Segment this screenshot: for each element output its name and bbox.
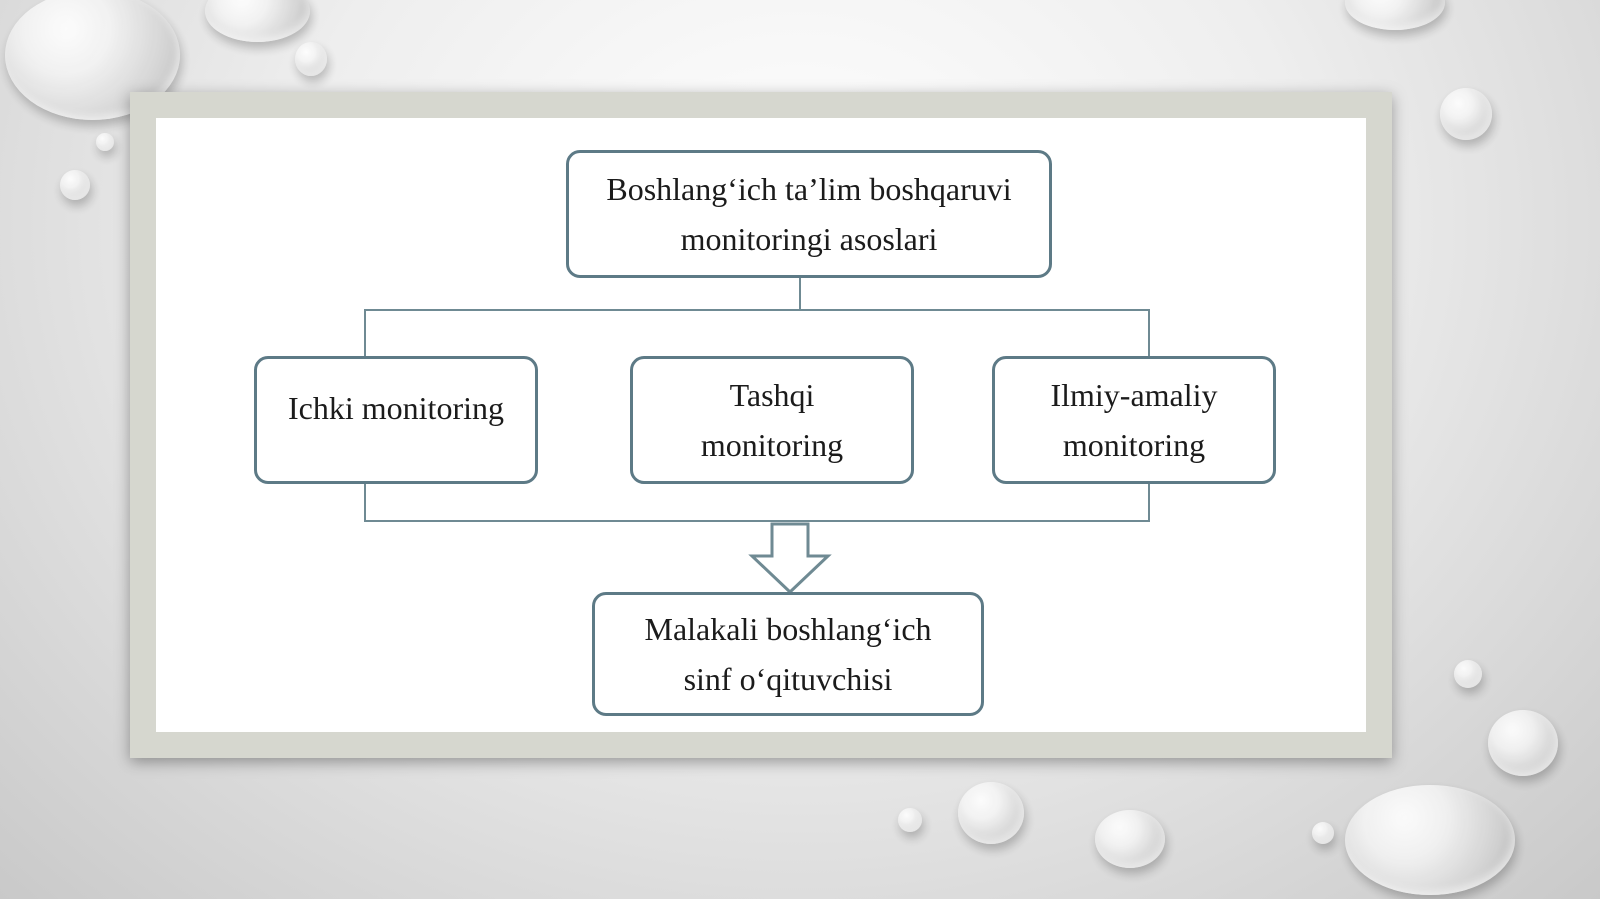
child-node-label: Tashqi monitoring (700, 377, 844, 463)
water-drop-decoration (1312, 822, 1334, 844)
connector-bottom-bar (364, 520, 1150, 522)
connector-right-top (1148, 309, 1150, 356)
water-drop-decoration (205, 0, 310, 42)
child-node-label: Ilmiy-amaliy monitoring (1050, 377, 1218, 463)
connector-right-bottom (1148, 484, 1150, 522)
child-node-internal-monitoring: Ichki monitoring (254, 356, 538, 484)
water-drop-decoration (1345, 785, 1515, 895)
connector-left-top (364, 309, 366, 356)
water-drop-decoration (60, 170, 90, 200)
connector-top-bar (364, 309, 1150, 311)
water-drop-decoration (1095, 810, 1165, 868)
water-drop-decoration (295, 42, 327, 76)
child-node-label: Ichki monitoring (288, 390, 504, 426)
water-drop-decoration (1440, 88, 1492, 140)
result-node: Malakali boshlang‘ich sinf o‘qituvchisi (592, 592, 984, 716)
result-node-label: Malakali boshlang‘ich sinf o‘qituvchisi (644, 611, 932, 697)
connector-root-stem (799, 278, 801, 310)
water-drop-decoration (1454, 660, 1482, 688)
root-node: Boshlang‘ich ta’lim boshqaruvi monitorin… (566, 150, 1052, 278)
water-drop-decoration (958, 782, 1024, 844)
connector-left-bottom (364, 484, 366, 522)
root-node-label: Boshlang‘ich ta’lim boshqaruvi monitorin… (606, 171, 1012, 257)
down-arrow-icon (748, 522, 832, 595)
child-node-external-monitoring: Tashqi monitoring (630, 356, 914, 484)
child-node-scientific-practical-monitoring: Ilmiy-amaliy monitoring (992, 356, 1276, 484)
water-drop-decoration (1488, 710, 1558, 776)
water-drop-decoration (898, 808, 922, 832)
water-drop-decoration (96, 133, 114, 151)
water-drop-decoration (1345, 0, 1445, 30)
